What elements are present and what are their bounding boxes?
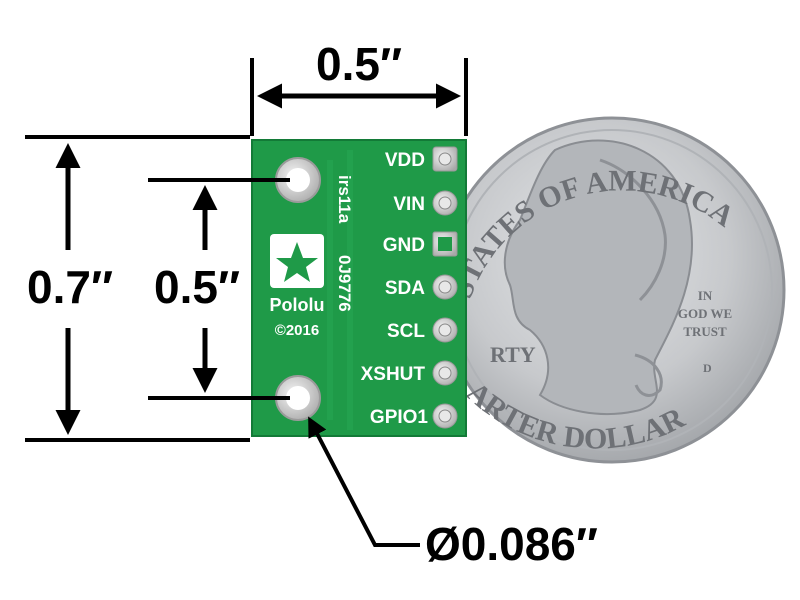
copyright-label: ©2016 [275, 322, 319, 339]
pin-xshut: XSHUT [361, 360, 458, 386]
pin-hole [438, 366, 452, 380]
brand-label: Pololu [270, 295, 325, 315]
pin-hole [438, 152, 452, 166]
dimension-annotations [25, 58, 468, 547]
pin-hole [438, 280, 452, 294]
pcb-traces [327, 150, 353, 430]
pin-vin: VIN [393, 190, 458, 216]
board-id-text: irs11a [335, 175, 354, 224]
pin-label: XSHUT [361, 364, 426, 385]
pin-label: SDA [385, 278, 425, 299]
board-lot-text: 0J9776 [335, 255, 354, 312]
pin-hole [438, 409, 452, 423]
coin-motto-3: TRUST [683, 324, 727, 339]
width-dimension-label: 0.5″ [316, 38, 402, 90]
pin-header: VDD VIN GND SDA SCL [361, 146, 458, 429]
pin-hole [438, 196, 452, 210]
pin-label: VDD [385, 150, 425, 171]
coin-motto-2: GOD WE [678, 306, 732, 321]
hole-diameter-leader [308, 416, 420, 547]
sensor-board: Pololu ©2016 irs11a 0J9776 VDD VIN GND [251, 139, 467, 437]
pin-label: GPIO1 [370, 407, 429, 428]
pin-gpio1: GPIO1 [370, 403, 458, 429]
hole-diameter-label: Ø0.086″ [425, 518, 598, 570]
quarter-coin: STATES OF AMERICA ARTER DOLLAR IN GOD WE… [438, 116, 786, 464]
washington-portrait [503, 139, 693, 416]
pin-gnd: GND [383, 231, 458, 257]
mounting-hole-bottom [286, 386, 310, 410]
coin-liberty-text: RTY [490, 342, 536, 367]
pololu-logo-star-icon [276, 242, 318, 282]
pin-label: VIN [393, 194, 425, 215]
pin-label: GND [383, 235, 425, 256]
portrait-ribbon [634, 353, 663, 397]
height-dimension-label: 0.7″ [27, 261, 113, 313]
pin-hole [438, 323, 452, 337]
coin-motto-1: IN [698, 288, 713, 303]
mounting-hole-top [286, 168, 310, 192]
pin-scl: SCL [387, 317, 458, 343]
coin-mint-mark: D [703, 361, 712, 375]
portrait-hair [599, 158, 667, 302]
pin-sda: SDA [385, 274, 458, 300]
hole-spacing-label: 0.5″ [154, 261, 240, 313]
pin-hole [438, 237, 452, 251]
pin-label: SCL [387, 321, 425, 342]
pin-vdd: VDD [385, 146, 458, 172]
